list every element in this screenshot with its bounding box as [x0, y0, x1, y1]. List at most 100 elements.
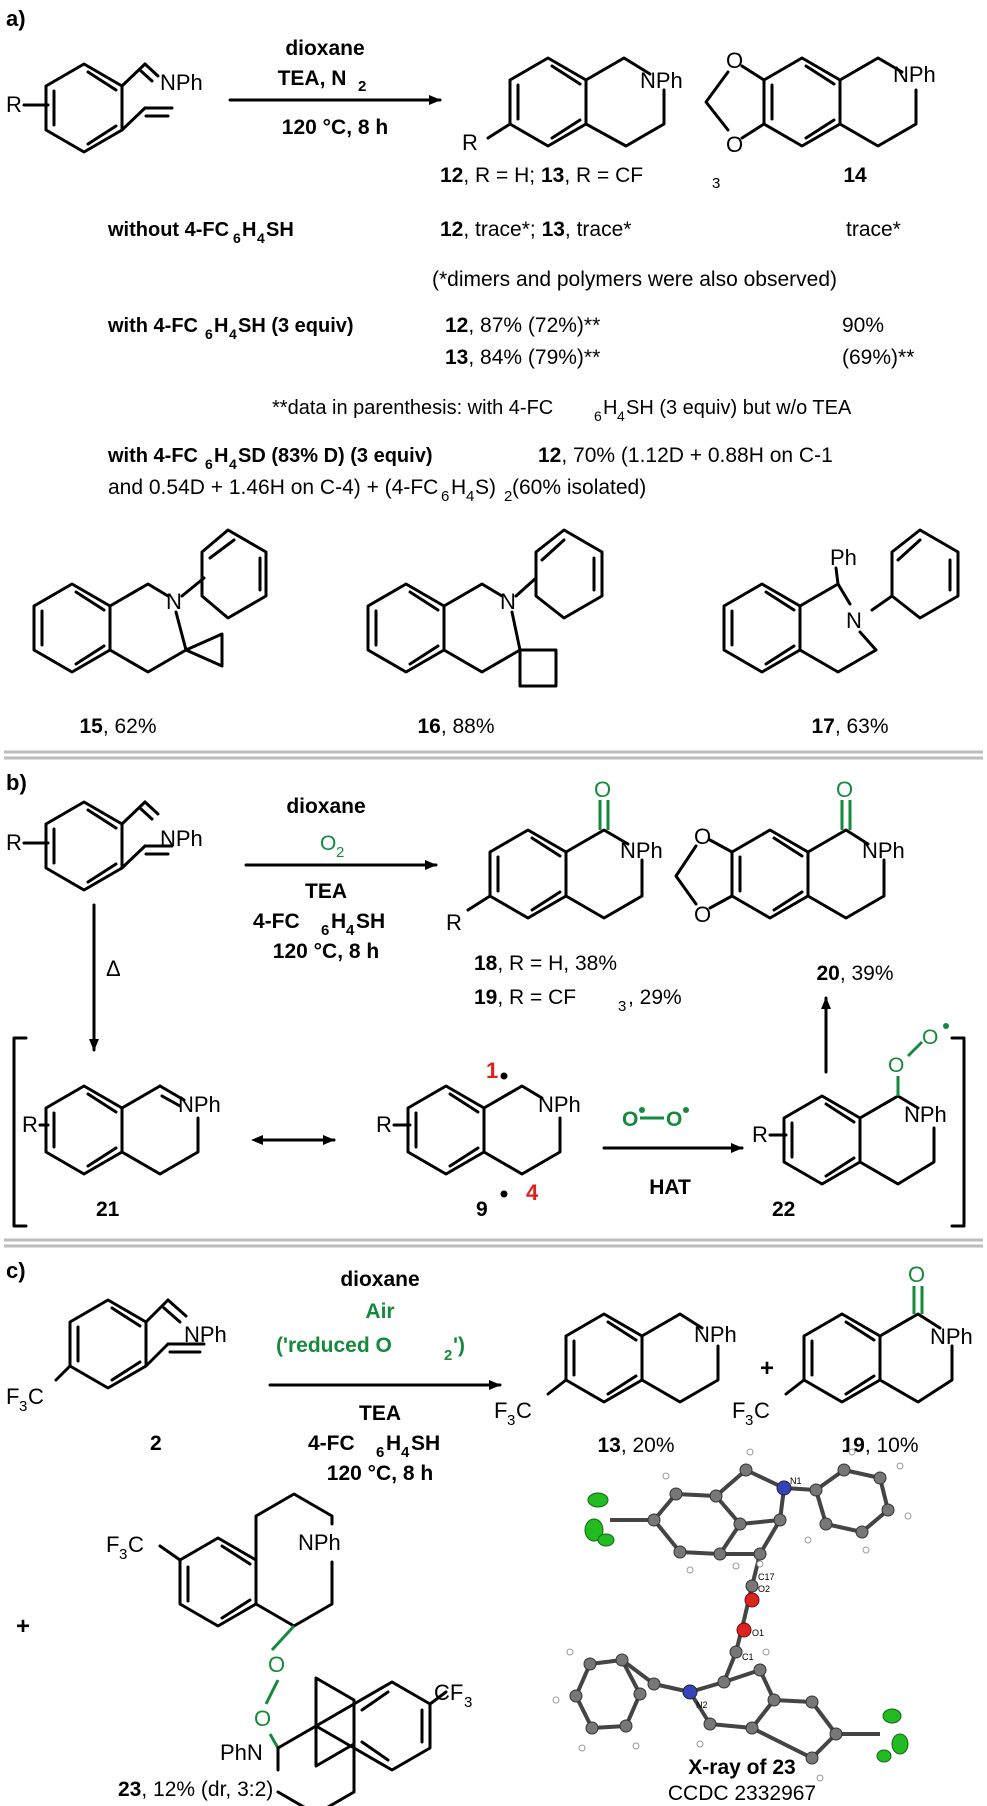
with-sh-14b: (69%)**	[842, 346, 914, 369]
label-19-sub: 3	[618, 998, 626, 1015]
product-19-c: O NPh F 3 C	[732, 1262, 973, 1429]
atom-f3c-19c-sub: 3	[745, 1412, 753, 1429]
atom-n-16: N	[500, 589, 516, 614]
product-20: O NPh O O	[674, 777, 905, 927]
starting-material-b: NPh R	[6, 800, 203, 892]
with-sd-line2b: S)	[475, 476, 496, 499]
atom-n-15: N	[166, 589, 182, 614]
cond-a-2-sub: 2	[358, 78, 366, 95]
footnote-h: H	[603, 397, 617, 419]
yield-16: 16, 88%	[417, 715, 494, 738]
cond-b-4-sub4: 4	[346, 922, 355, 939]
atom-f3c-2-sub: 3	[19, 1398, 27, 1415]
xray-o1: O1	[752, 1628, 764, 1638]
atom-o-14a: O	[726, 48, 743, 73]
atom-nph-9: NPh	[538, 1092, 581, 1117]
atom-nph-23a: NPh	[298, 1530, 341, 1555]
compound-16: N	[366, 528, 604, 688]
cond-b-4-tail: SH	[356, 910, 385, 933]
with-sh-12: 12, 87% (72%)**	[445, 314, 600, 337]
bracket-right	[950, 1036, 966, 1228]
atom-f3c-19c: F	[732, 1398, 745, 1423]
cond-c-2: Air	[365, 1300, 394, 1323]
with-sd-h: H	[214, 445, 228, 467]
cond-a-2: TEA, N	[278, 67, 347, 90]
atom-f3c-23-sub: 3	[119, 1546, 127, 1563]
cond-b-3: TEA	[305, 880, 347, 903]
atom-nph-22: NPh	[904, 1102, 947, 1127]
with-sd-h2: H	[451, 476, 466, 499]
atom-f3c-13c-c: C	[516, 1398, 532, 1423]
cond-c-5-sub4: 4	[401, 1444, 410, 1461]
xray-c1: C1	[742, 1652, 754, 1662]
with-sd-sub6b: 6	[441, 488, 449, 505]
label-20: 20, 39%	[816, 962, 893, 985]
atom-nph-12: NPh	[640, 68, 683, 93]
atom-nph-2: NPh	[184, 1322, 227, 1347]
atom-nph-21: NPh	[178, 1092, 221, 1117]
label-18: 18, R = H, 38%	[474, 952, 617, 975]
with-sh-sub4: 4	[229, 326, 237, 342]
compound-23: NPh F 3 C O O CF 3 PhN	[106, 1492, 472, 1806]
with-sh-14a: 90%	[842, 314, 884, 337]
atom-r-12: R	[462, 130, 478, 155]
label-2: 2	[150, 1432, 162, 1455]
plus-c2: +	[16, 1613, 30, 1640]
label-9: 9	[476, 1198, 488, 1221]
atom-r-9: R	[376, 1112, 392, 1137]
atom-nph-13c: NPh	[694, 1322, 737, 1347]
without-14: trace*	[846, 218, 901, 241]
with-sh-tail: SH (3 equiv)	[238, 315, 354, 337]
starting-material-a: NPh R	[6, 62, 203, 154]
cond-b-1: dioxane	[286, 795, 365, 818]
cond-c-5-h: H	[386, 1432, 401, 1455]
cond-c-3-sub: 2	[444, 1347, 452, 1364]
bracket-left	[12, 1036, 28, 1228]
atom-f3c-13c: F	[494, 1398, 507, 1423]
atom-nph: NPh	[160, 70, 203, 95]
product-12-13: NPh R	[462, 56, 683, 155]
cond-b-4: 4-FC	[253, 910, 300, 933]
label-14: 14	[843, 164, 867, 187]
atom-o-22b: O	[922, 1026, 938, 1049]
with-sd-sub6: 6	[205, 456, 213, 472]
compound-15: N	[32, 528, 268, 674]
cond-a-1: dioxane	[285, 37, 364, 60]
atom-o-23b: O	[254, 1706, 271, 1731]
xray-c17: C17	[758, 1572, 775, 1582]
atom-nph-14: NPh	[893, 62, 936, 87]
without-tail: SH	[266, 219, 294, 241]
section-a-label: a)	[6, 6, 26, 31]
atom-r-b: R	[6, 830, 22, 855]
cond-b-4-sub6: 6	[321, 922, 329, 939]
atom-o-23a: O	[268, 1652, 285, 1677]
label-13c: 13, 20%	[597, 1434, 674, 1457]
footnote-start: **data in parenthesis: with 4-FC	[272, 397, 553, 419]
atom-f3c-2: F	[6, 1384, 19, 1409]
section-c-label: c)	[6, 1258, 26, 1283]
footnote-end: SH (3 equiv) but w/o TEA	[626, 397, 852, 419]
atom-r-22: R	[752, 1122, 768, 1147]
atom-nph-20: NPh	[862, 838, 905, 863]
section-b-label: b)	[6, 770, 27, 795]
atom-nph-18: NPh	[620, 838, 663, 863]
hat-label: HAT	[649, 1176, 691, 1199]
cond-c-3: ('reduced O	[276, 1334, 392, 1357]
cond-a-3: 120 °C, 8 h	[282, 116, 388, 139]
with-sd-sub2: 2	[504, 488, 512, 505]
label-22: 22	[772, 1198, 795, 1221]
atom-o-22a: O	[888, 1054, 904, 1077]
atom-nph-19c: NPh	[930, 1324, 973, 1349]
cond-c-3-end: ')	[453, 1334, 465, 1357]
label-12-13: 12, R = H; 13, R = CF	[440, 164, 643, 187]
label-23: 23, 12% (dr, 3:2)	[118, 1778, 273, 1801]
pos-1: 1	[486, 1058, 498, 1083]
with-sh-13: 13, 84% (79%)**	[445, 346, 600, 369]
atom-phn-23b: PhN	[220, 1740, 263, 1765]
atom-o-20b: O	[694, 902, 711, 927]
without-label: without 4-FC	[107, 219, 229, 241]
atom-f3c-23: F	[106, 1532, 119, 1557]
product-13-c: NPh F 3 C	[494, 1312, 737, 1429]
product-18-19: O NPh R	[446, 777, 663, 935]
